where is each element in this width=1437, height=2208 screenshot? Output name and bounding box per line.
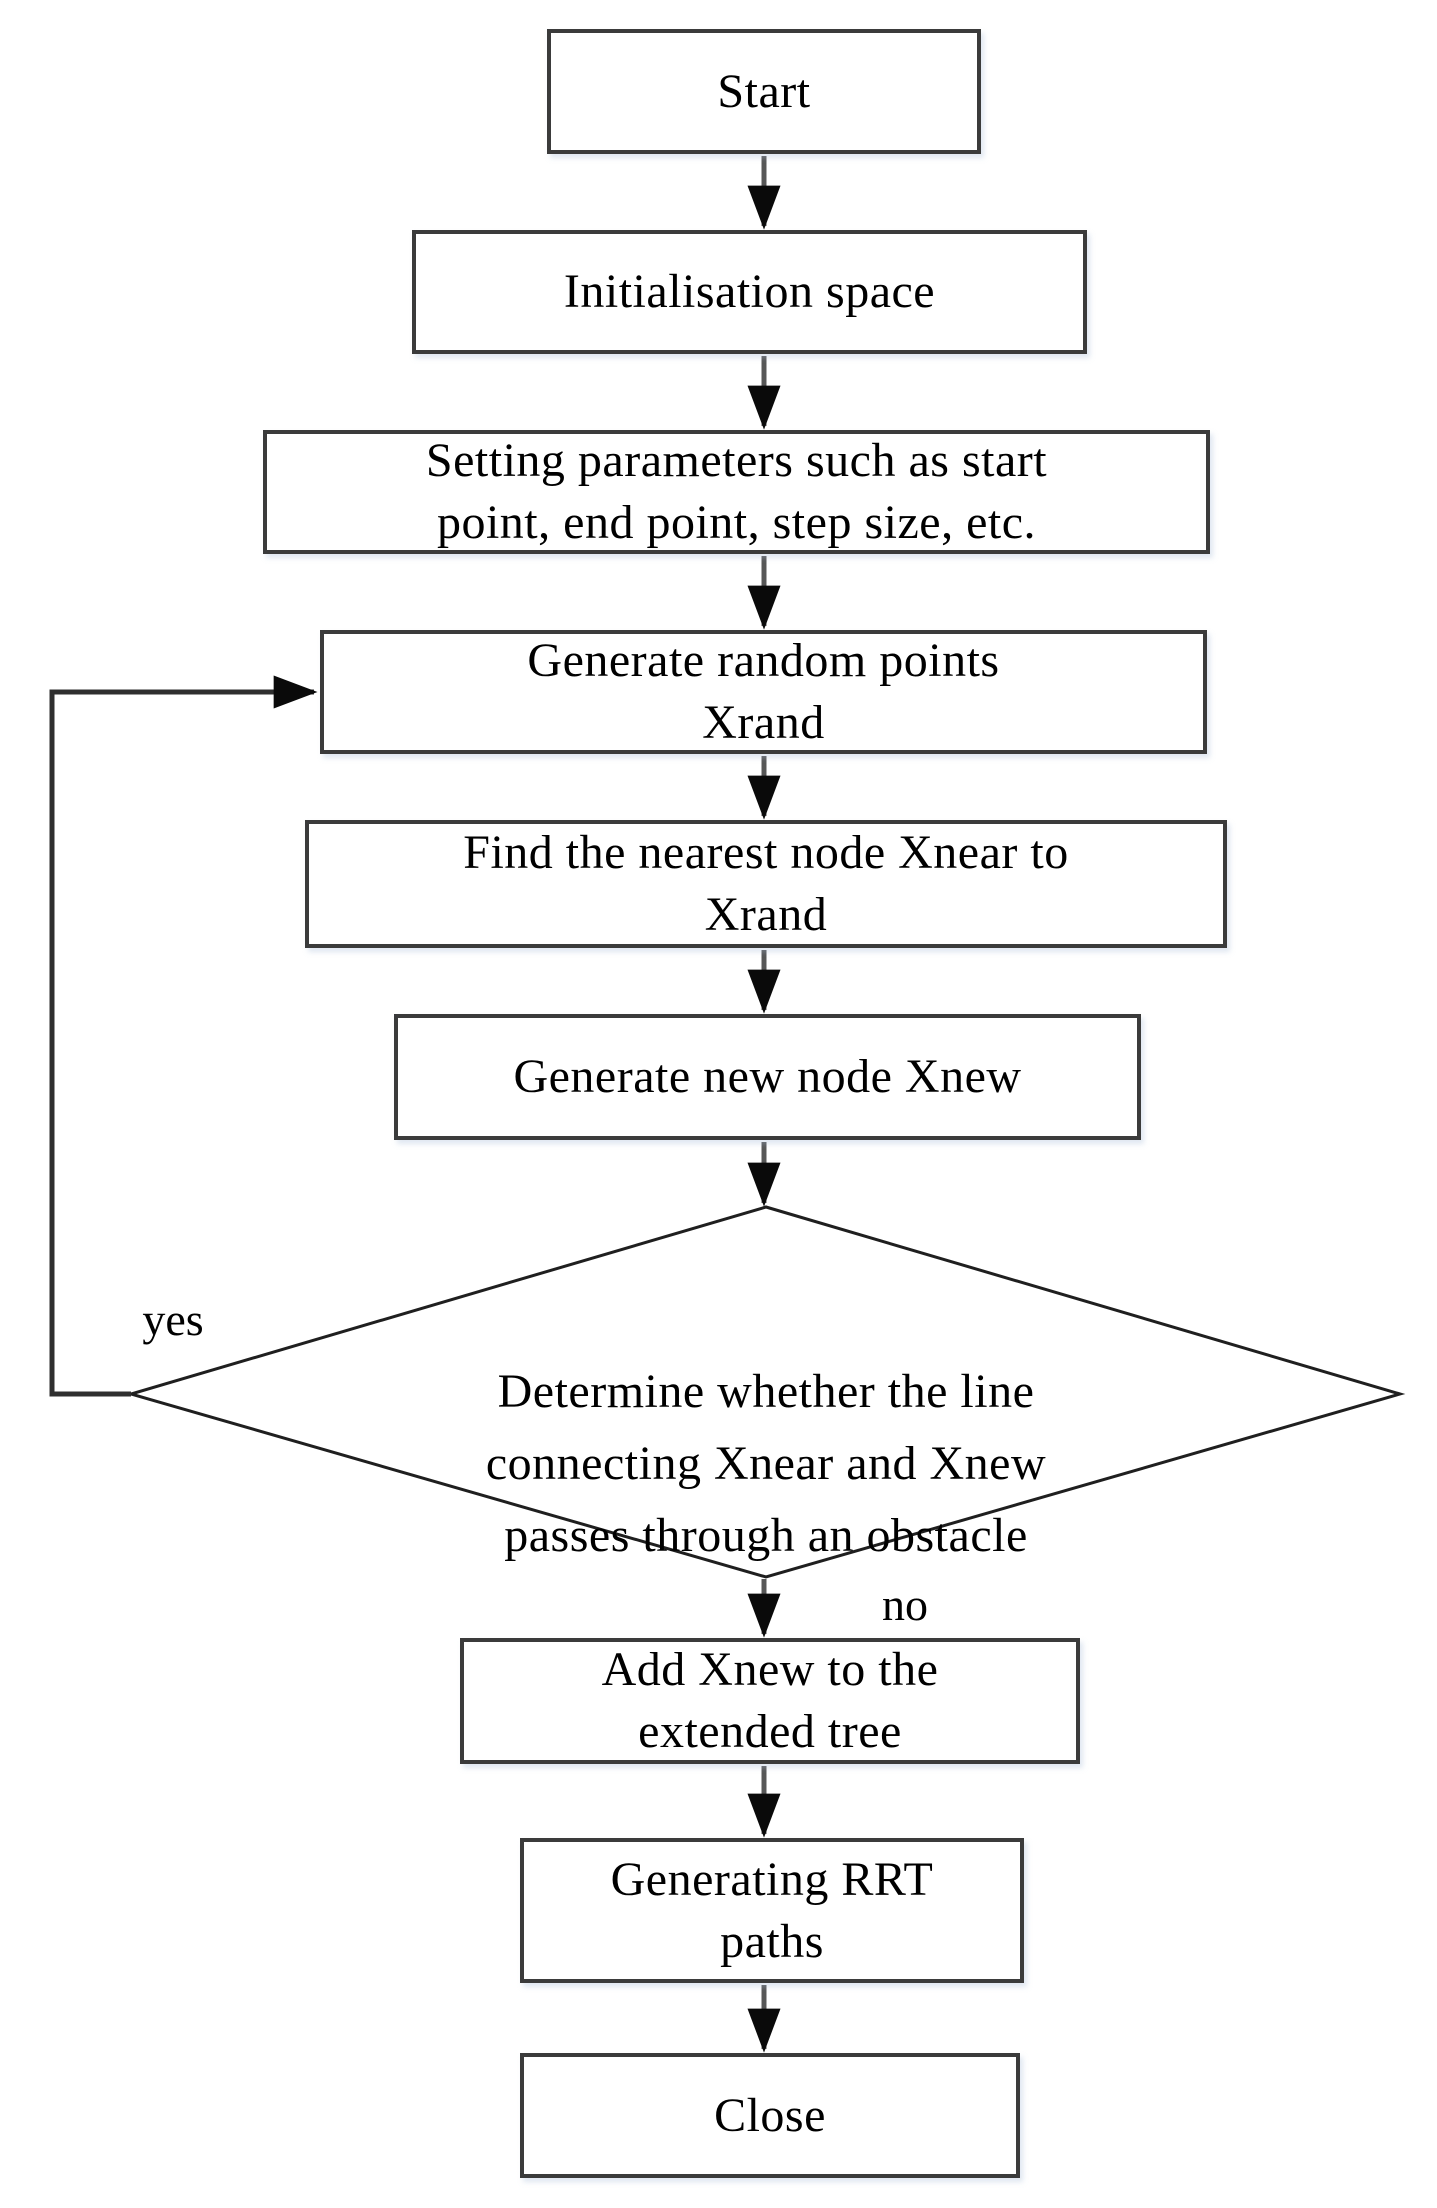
flowchart-node-start: Start [547, 29, 981, 154]
node-label: Start [717, 64, 811, 118]
decision-diamond-shape [125, 1205, 1406, 1579]
flowchart-node-generate-random-points: Generate random points Xrand [320, 630, 1207, 754]
node-label: Generate new node Xnew [513, 1050, 1022, 1103]
arrow-yes-loop-to-random [49, 675, 318, 1397]
edge-label-yes: yes [142, 1294, 204, 1345]
node-label: Determine whether the line connecting Xn… [485, 1365, 1047, 1562]
node-label: Find the nearest node Xnear to Xrand [463, 826, 1069, 941]
node-label: Initialisation space [563, 265, 936, 318]
node-label: Close [714, 2088, 826, 2142]
flowchart-node-initialisation-space: Initialisation space [412, 230, 1087, 354]
flowchart-node-find-nearest-node: Find the nearest node Xnear to Xrand [305, 820, 1227, 948]
flowchart-node-close: Close [520, 2053, 1020, 2178]
node-label: Add Xnew to the extended tree [601, 1643, 939, 1758]
flowchart-node-decision-obstacle: Determine whether the line connecting Xn… [296, 1284, 1236, 1572]
flowchart-node-generating-rrt-paths: Generating RRT paths [520, 1838, 1024, 1983]
edge-label-no: no [882, 1579, 928, 1630]
flowchart-node-generate-new-node: Generate new node Xnew [394, 1014, 1141, 1140]
flowchart-node-add-xnew-to-tree: Add Xnew to the extended tree [460, 1638, 1080, 1764]
node-label: Setting parameters such as start point, … [425, 434, 1048, 549]
flowchart-node-setting-parameters: Setting parameters such as start point, … [263, 430, 1210, 554]
node-label: Generate random points Xrand [527, 634, 1000, 749]
node-label: Generating RRT paths [610, 1852, 934, 1968]
